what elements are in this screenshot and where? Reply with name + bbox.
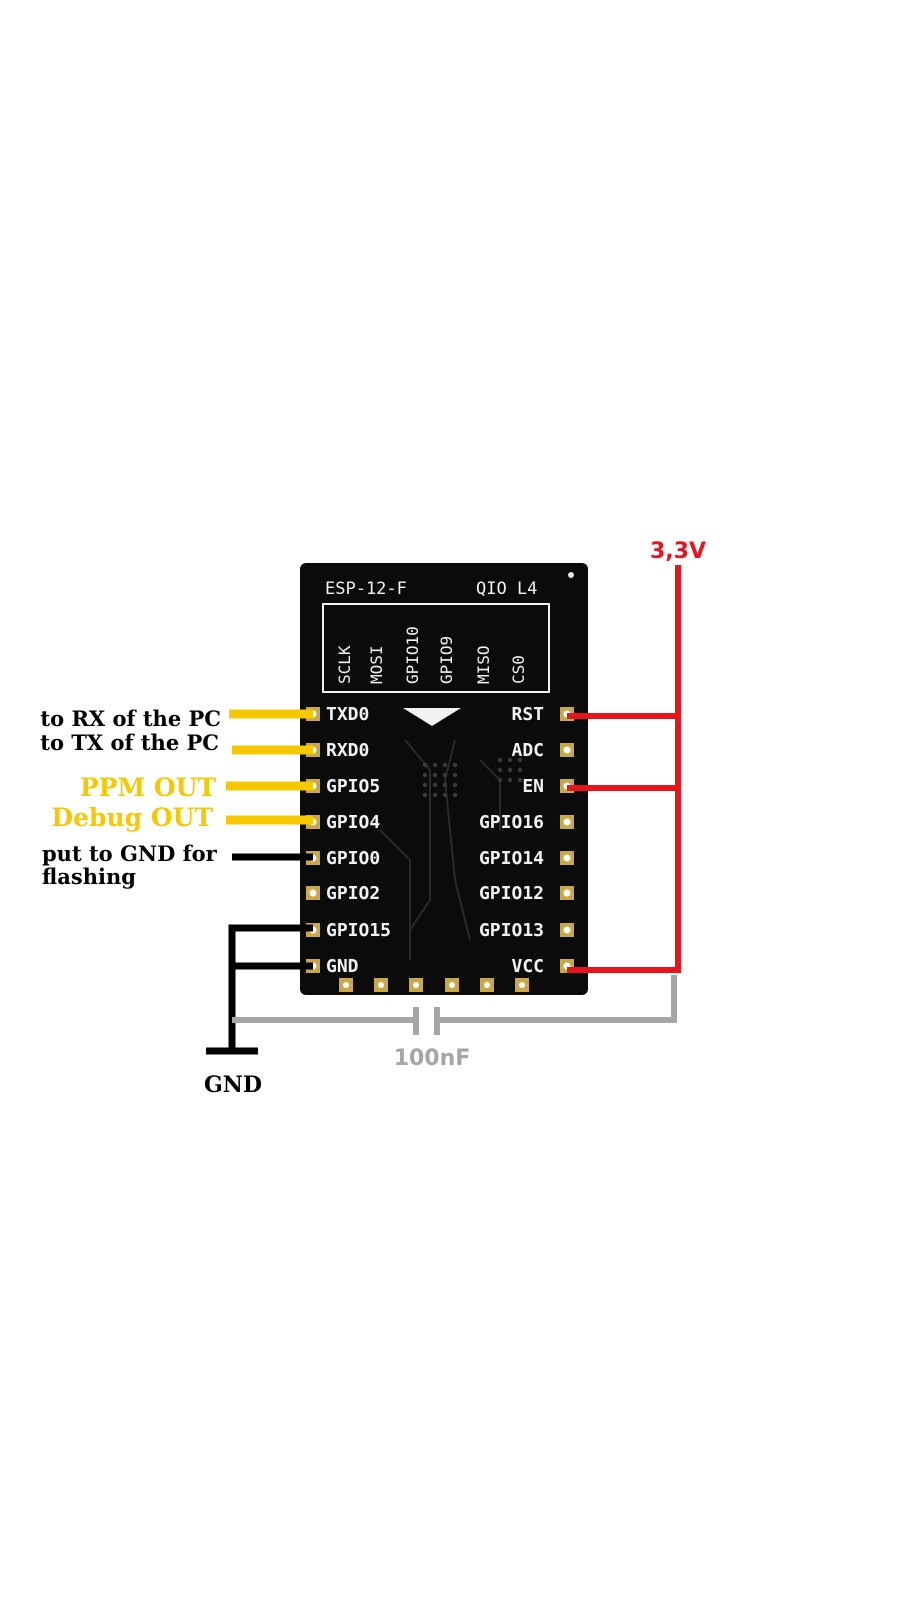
bottom-pad-hole [343, 982, 349, 988]
via [422, 772, 428, 778]
right-pad-hole [563, 889, 571, 897]
right-pad-hole [563, 854, 571, 862]
via [507, 777, 513, 783]
via [432, 772, 438, 778]
top-pin-label: MOSI [367, 645, 386, 684]
right-pad-hole [563, 818, 571, 826]
flash-mode-label: QIO L4 [476, 579, 537, 599]
ground-wires [206, 924, 313, 1055]
via [422, 782, 428, 788]
signal-wires [226, 709, 313, 825]
power-wires [567, 565, 681, 973]
via [517, 777, 523, 783]
left-pin-label: TXD0 [326, 704, 369, 725]
right-pin-label: EN [522, 776, 544, 797]
right-pad-hole [563, 926, 571, 934]
top-pin-labels: SCLK MOSI GPIO10 GPIO9 MISO CS0 [335, 626, 528, 684]
via [452, 782, 458, 788]
via [422, 762, 428, 768]
label-rxd0: to TX of the PC [40, 730, 219, 755]
bottom-pad-hole [378, 982, 384, 988]
capacitor-wires [232, 975, 677, 1023]
via [432, 782, 438, 788]
via [442, 762, 448, 768]
label-gpio4: Debug OUT [51, 803, 213, 832]
esp-module: ESP-12-F QIO L4 SCLK MOSI GPIO10 GPIO9 MISO C… [300, 563, 588, 995]
capacitor-plate-left [413, 1007, 419, 1035]
ground-label: GND [204, 1072, 262, 1098]
via [497, 767, 503, 773]
via [507, 757, 513, 763]
capacitor-label: 100nF [394, 1046, 471, 1071]
right-pin-label: GPIO13 [479, 920, 544, 941]
via [507, 767, 513, 773]
bottom-pad-hole [519, 982, 525, 988]
bottom-pad-hole [413, 982, 419, 988]
via [442, 772, 448, 778]
pcb-vias [422, 757, 523, 798]
label-gpio0-line1: put to GND for [42, 841, 218, 866]
right-pin-label: GPIO14 [479, 848, 544, 869]
label-gpio5: PPM OUT [80, 773, 217, 802]
top-pin-label: GPIO9 [437, 636, 456, 684]
left-pin-label: GPIO5 [326, 776, 380, 797]
bottom-pad-hole [484, 982, 490, 988]
module-name: ESP-12-F [325, 579, 407, 599]
top-pin-label: MISO [474, 645, 493, 684]
right-pin-label: VCC [511, 956, 544, 977]
via [422, 792, 428, 798]
right-pin-label: GPIO12 [479, 883, 544, 904]
top-pin-label: GPIO10 [403, 626, 422, 684]
via [432, 792, 438, 798]
via [517, 757, 523, 763]
right-pin-label: RST [511, 704, 544, 725]
capacitor-plate-right [434, 1007, 440, 1035]
via [432, 762, 438, 768]
top-pin-frame [322, 603, 550, 693]
right-pad-hole [563, 746, 571, 754]
module-board [300, 563, 588, 995]
left-pin-label: GPIO0 [326, 848, 380, 869]
via [517, 767, 523, 773]
via [497, 757, 503, 763]
bottom-pad-hole [449, 982, 455, 988]
left-pin-label: RXD0 [326, 740, 369, 761]
pin1-marker [568, 572, 574, 578]
left-pin-label: GPIO4 [326, 812, 380, 833]
via [497, 777, 503, 783]
via [452, 772, 458, 778]
bottom-pads [339, 978, 529, 992]
via [452, 792, 458, 798]
left-pad-hole [309, 889, 317, 897]
via [452, 762, 458, 768]
top-pin-label: SCLK [335, 645, 354, 684]
label-gpio0-line2: flashing [42, 864, 136, 889]
antenna-marker [403, 708, 461, 726]
right-pin-label: ADC [511, 740, 544, 761]
label-txd0: to RX of the PC [40, 706, 221, 731]
top-pin-label: CS0 [509, 655, 528, 684]
supply-label: 3,3V [650, 539, 706, 564]
wire-gpio15-gnd [228, 924, 313, 1051]
left-pin-label: GPIO15 [326, 920, 391, 941]
left-pin-label: GND [326, 956, 359, 977]
via [442, 792, 448, 798]
via [442, 782, 448, 788]
right-pin-label: GPIO16 [479, 812, 544, 833]
left-pin-label: GPIO2 [326, 883, 380, 904]
